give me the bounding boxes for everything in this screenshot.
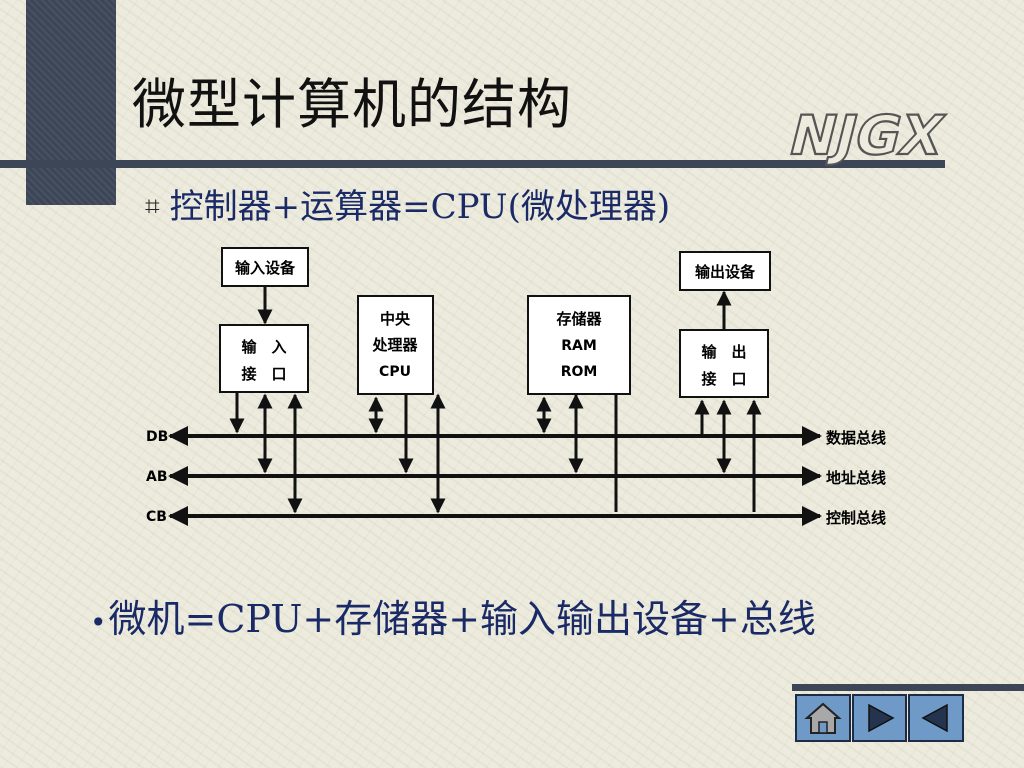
slide-navigation bbox=[795, 694, 965, 742]
home-button[interactable] bbox=[795, 694, 851, 742]
svg-text:RAM: RAM bbox=[561, 338, 597, 354]
previous-button[interactable] bbox=[908, 694, 965, 742]
page-title: 微型计算机的结构 bbox=[132, 73, 572, 136]
svg-text:输出设备: 输出设备 bbox=[695, 263, 756, 281]
input-device-box: 输入设备 bbox=[221, 247, 309, 287]
output-device-box: 输出设备 bbox=[679, 251, 771, 291]
memory-box: 存储器 RAM ROM bbox=[527, 295, 631, 395]
footer-bar bbox=[792, 684, 1024, 691]
svg-text:存储器: 存储器 bbox=[556, 310, 602, 328]
logo: NJGX bbox=[790, 103, 951, 168]
bullet-text: 控制器+运算器=CPU(微处理器) bbox=[169, 187, 671, 227]
bullet-text: 微机=CPU+存储器+输入输出设备+总线 bbox=[108, 597, 816, 641]
microcomputer-structure-diagram: 输入设备 输出设备 输 入 接 口 中央 处理器 CPU 存储器 RAM ROM… bbox=[146, 247, 886, 527]
svg-text:地址总线: 地址总线 bbox=[826, 469, 886, 487]
cpu-bus-connections bbox=[368, 393, 446, 514]
svg-text:CPU: CPU bbox=[379, 364, 411, 380]
svg-text:处理器: 处理器 bbox=[371, 336, 418, 354]
svg-text:AB: AB bbox=[146, 469, 168, 485]
svg-text:数据总线: 数据总线 bbox=[826, 429, 886, 447]
next-button[interactable] bbox=[851, 694, 908, 742]
svg-text:接 口: 接 口 bbox=[701, 370, 746, 388]
memory-bus-connections bbox=[536, 393, 618, 512]
output-port-bus-connections bbox=[694, 399, 762, 512]
svg-text:控制总线: 控制总线 bbox=[826, 509, 886, 527]
bullet-cpu-definition: ⌗ 控制器+运算器=CPU(微处理器) bbox=[145, 185, 670, 229]
svg-text:输 出: 输 出 bbox=[701, 343, 746, 361]
svg-text:输入设备: 输入设备 bbox=[235, 259, 296, 277]
bullet-microcomputer-definition: •微机=CPU+存储器+输入输出设备+总线 bbox=[90, 594, 816, 648]
input-port-box: 输 入 接 口 bbox=[219, 324, 309, 393]
home-icon bbox=[804, 702, 842, 734]
svg-text:输 入: 输 入 bbox=[241, 338, 286, 356]
corner-decoration bbox=[26, 0, 116, 205]
title-underline bbox=[0, 160, 945, 168]
cpu-box: 中央 处理器 CPU bbox=[357, 295, 434, 395]
data-bus: DB 数据总线 bbox=[146, 426, 886, 447]
svg-text:DB: DB bbox=[146, 429, 168, 445]
control-bus: CB 控制总线 bbox=[146, 506, 886, 527]
bullet-dot: • bbox=[90, 606, 107, 639]
svg-text:NJGX: NJGX bbox=[790, 104, 950, 167]
output-port-box: 输 出 接 口 bbox=[679, 329, 769, 398]
svg-text:CB: CB bbox=[146, 509, 167, 525]
next-icon bbox=[867, 703, 895, 733]
svg-text:中央: 中央 bbox=[380, 310, 411, 328]
address-bus: AB 地址总线 bbox=[146, 466, 886, 487]
bullet-marker: ⌗ bbox=[145, 192, 160, 222]
svg-text:接 口: 接 口 bbox=[241, 365, 286, 383]
previous-icon bbox=[921, 703, 948, 733]
input-port-bus-connections bbox=[229, 393, 303, 514]
svg-text:ROM: ROM bbox=[561, 364, 598, 380]
